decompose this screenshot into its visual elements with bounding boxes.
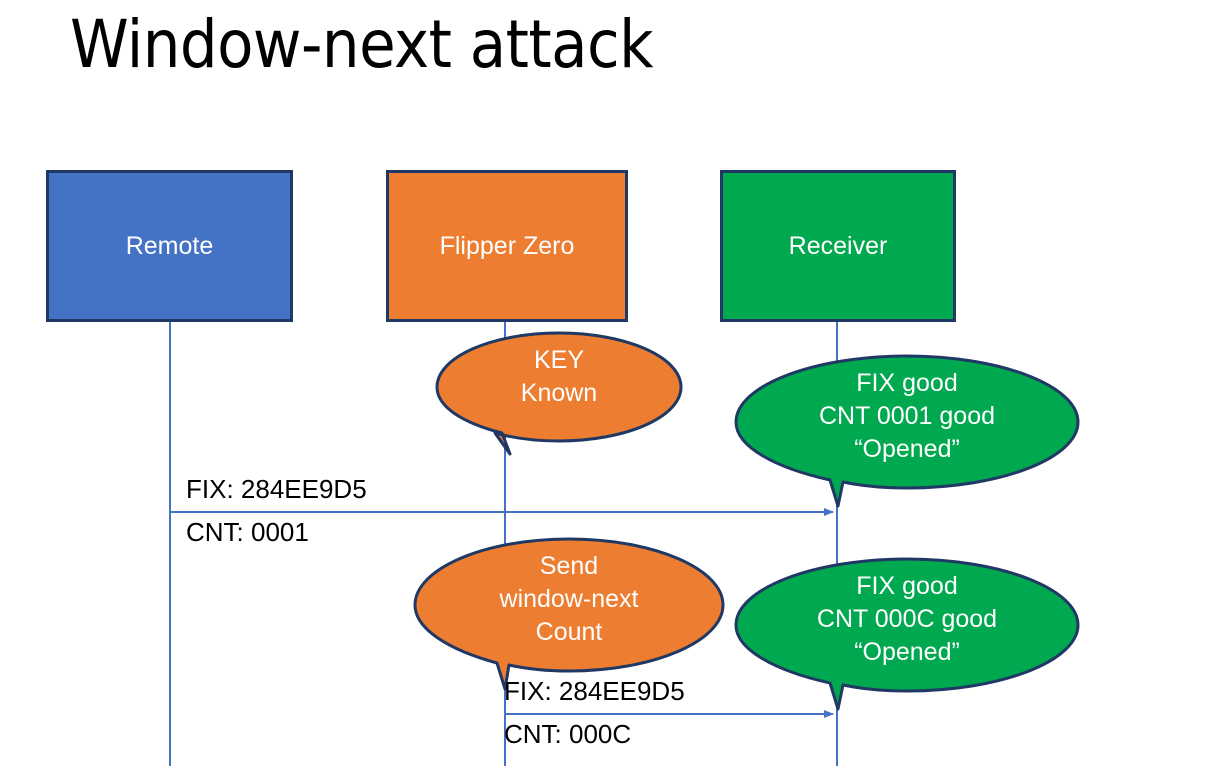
callout-shape-receiver-response-2 <box>734 557 1080 711</box>
callout-key-known[interactable]: KEY Known <box>435 331 683 456</box>
callout-shape-receiver-response-1 <box>734 354 1080 508</box>
actor-label-receiver: Receiver <box>788 231 888 260</box>
message-2-cnt-label: CNT: 000C <box>504 719 632 749</box>
actor-box-remote[interactable]: Remote <box>46 170 293 322</box>
actor-label-remote: Remote <box>125 231 214 260</box>
callout-send-window-next[interactable]: Send window-next Count <box>413 537 725 691</box>
message-1-fix-label: FIX: 284EE9D5 <box>186 474 367 504</box>
actor-label-flipper: Flipper Zero <box>439 231 575 260</box>
callout-receiver-response-2[interactable]: FIX good CNT 000C good “Opened” <box>734 557 1080 711</box>
message-1-cnt-label: CNT: 0001 <box>186 517 309 547</box>
actor-box-flipper[interactable]: Flipper Zero <box>386 170 628 322</box>
callout-shape-key-known <box>435 331 683 456</box>
callout-shape-send-window-next <box>413 537 725 691</box>
callout-receiver-response-1[interactable]: FIX good CNT 0001 good “Opened” <box>734 354 1080 508</box>
message-2-fix-label: FIX: 284EE9D5 <box>504 676 685 706</box>
page-title: Window-next attack <box>70 6 654 83</box>
actor-box-receiver[interactable]: Receiver <box>720 170 956 322</box>
